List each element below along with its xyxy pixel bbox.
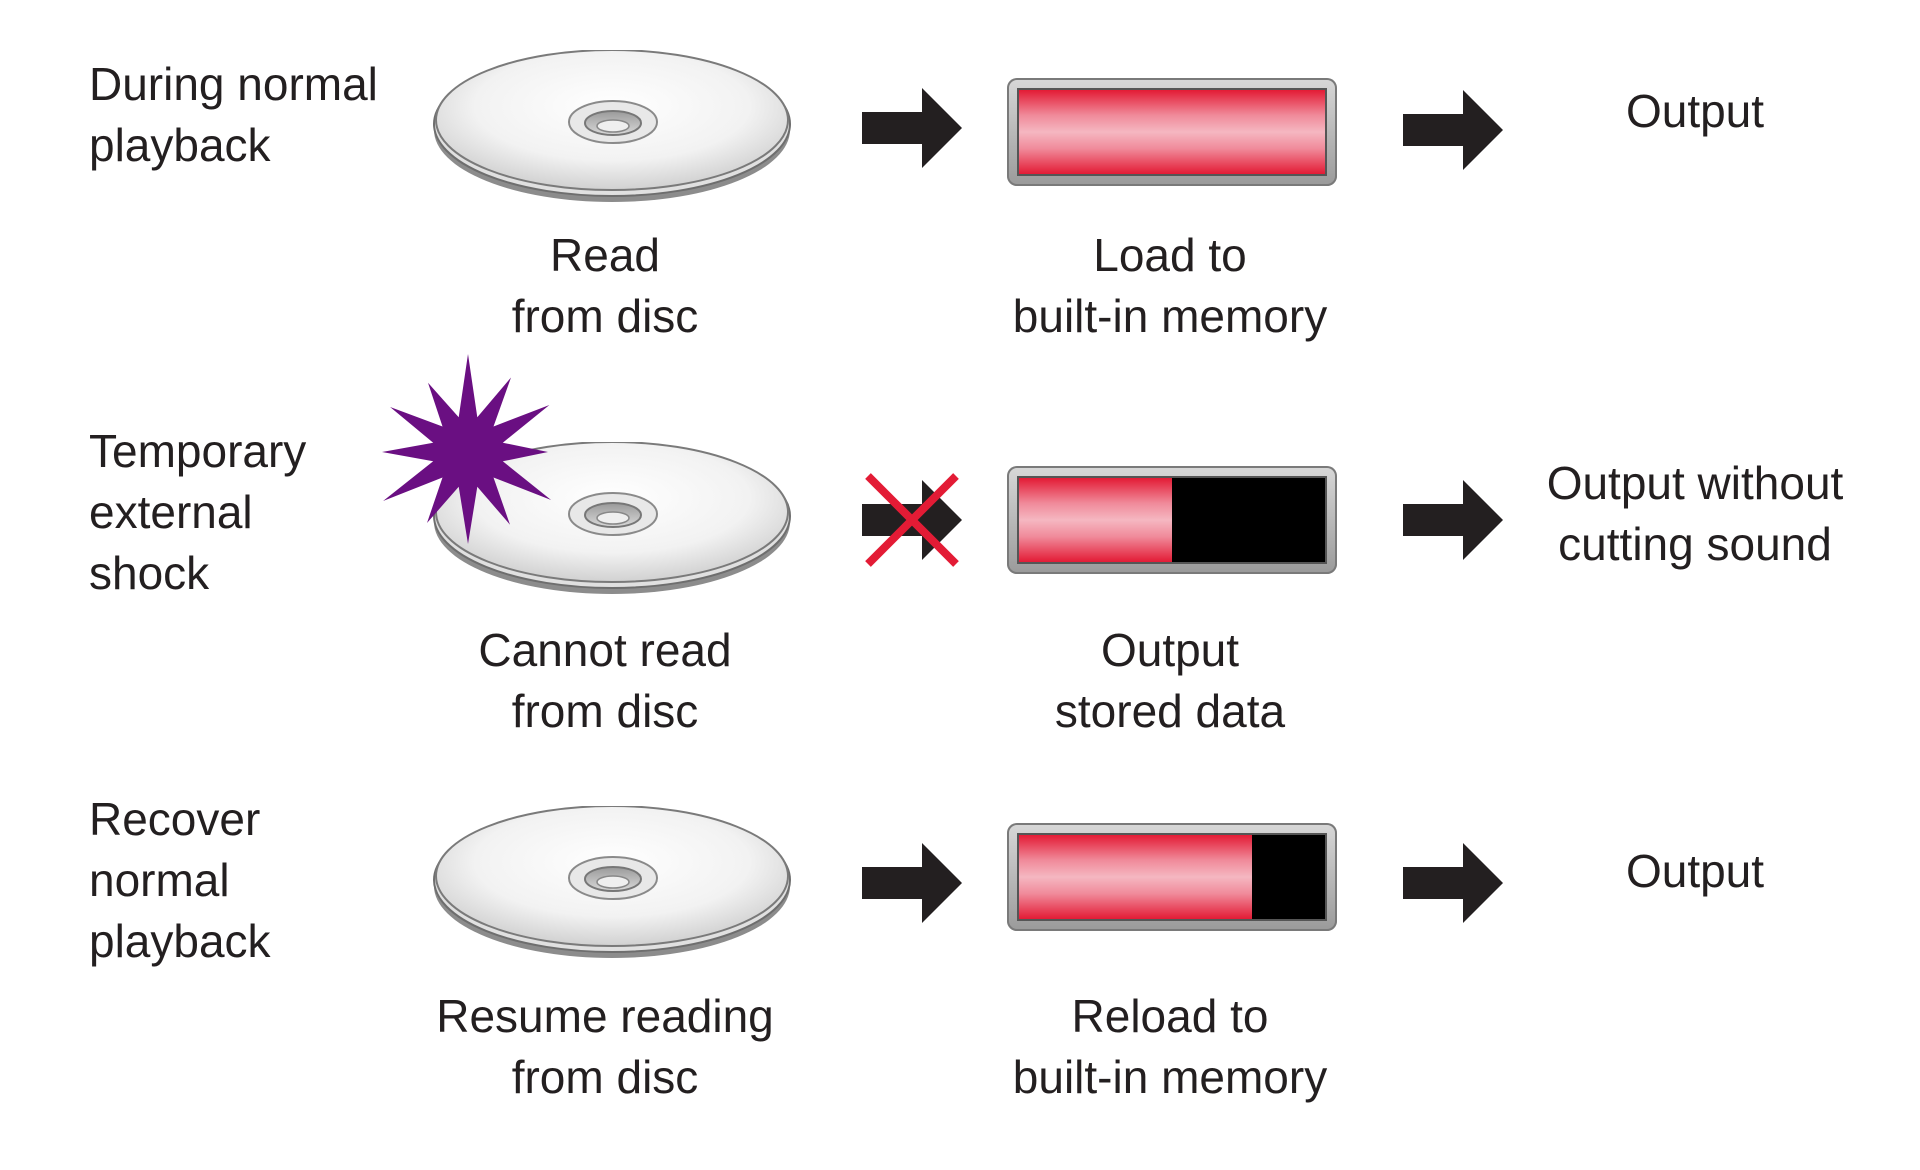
disc-caption: Cannot read from disc [478, 624, 732, 737]
memory-bar-fill [1019, 478, 1172, 562]
row-label: During normal playback [89, 58, 378, 171]
memory-bar-track [1017, 88, 1327, 176]
right-arrow-icon [862, 843, 962, 923]
output-caption: Output without cutting sound [1546, 457, 1844, 570]
memory-caption: Load to built-in memory [1012, 229, 1328, 342]
row-label: Recover normal playback [89, 793, 271, 967]
memory-bar-fill [1019, 90, 1325, 174]
memory-caption: Reload to built-in memory [1012, 990, 1328, 1103]
disc-caption: Resume reading from disc [436, 990, 774, 1103]
memory-bar-track [1017, 476, 1327, 564]
memory-caption: Output stored data [1054, 624, 1286, 737]
disc-icon [433, 50, 791, 202]
right-arrow-icon [1403, 90, 1503, 170]
right-arrow-icon [862, 88, 962, 168]
row-label: Temporary external shock [89, 425, 307, 599]
memory-bar [1007, 466, 1337, 574]
memory-bar [1007, 78, 1337, 186]
output-caption: Output [1625, 85, 1765, 137]
disc-caption: Read from disc [511, 229, 699, 342]
blocked-x-icon [865, 473, 959, 567]
disc-icon [433, 806, 791, 958]
memory-bar [1007, 823, 1337, 931]
memory-bar-track [1017, 833, 1327, 921]
output-caption: Output [1625, 845, 1765, 897]
memory-bar-fill [1019, 835, 1252, 919]
right-arrow-icon [1403, 843, 1503, 923]
right-arrow-icon [1403, 480, 1503, 560]
shock-burst-icon [382, 354, 552, 544]
